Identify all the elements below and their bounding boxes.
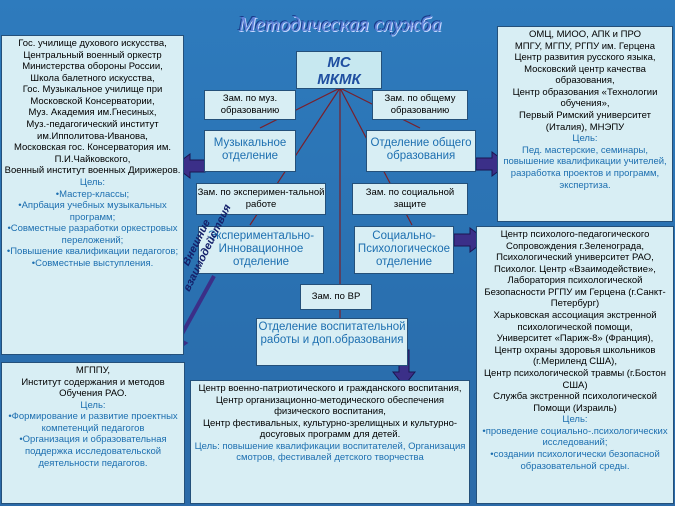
panel-line: Муз.-педагогический институт им.Ипполито… xyxy=(26,119,159,142)
panel-line: Центр организационно-методического обесп… xyxy=(215,394,445,418)
panel-left-top-goal-title: Цель: xyxy=(79,176,106,188)
panel-line: •проведение социально-.психологических и… xyxy=(482,425,668,449)
panel-line: •Совместные выступления. xyxy=(31,257,154,269)
panel-right-top-goal-title: Цель: xyxy=(572,133,598,145)
panel-line: Лаборатория психологической Безопасности… xyxy=(484,275,666,310)
panel-line: Центр фестивальных, культурно-зрелищных … xyxy=(202,417,458,441)
panel-left-top-lines: Гос. училище духового искусства,Централь… xyxy=(4,38,181,177)
panel-line: Центр психолого-педагогического Сопровож… xyxy=(500,229,650,252)
center-line-2: МКМК xyxy=(317,71,361,89)
department-general: Отделение общего образования xyxy=(366,130,476,172)
panel-line: Московский центр качества образования, xyxy=(524,63,646,87)
panel-line: Харьковская ассоциация экстренной психол… xyxy=(493,310,657,333)
panel-line: Центр военно-патриотического и гражданск… xyxy=(198,383,462,394)
center-node: МС МКМК xyxy=(296,51,382,89)
panel-line: Университет «Париж-8» (Франция), xyxy=(496,333,654,345)
panel-center-bottom-goal-title: Цель: xyxy=(194,440,220,452)
panel-line: Гос. Музыкальное училище при Московской … xyxy=(22,84,163,107)
panel-line: Центр развития русского языка, xyxy=(514,52,656,64)
panel-line: Центр охраны здоровья школьников (г.Мери… xyxy=(494,344,656,368)
panel-line: Центр образования «Технологии обучения», xyxy=(512,86,658,110)
panel-center-bottom-goal-text: повышение квалификации воспитателей, Орг… xyxy=(222,440,466,464)
panel-line: Служба экстренной психологической Помощи… xyxy=(493,391,657,414)
panel-left-top-goals: •Мастер-классы;•Апрбация учебных музыкал… xyxy=(4,189,181,270)
panel-line: МПГУ, МГПУ, РГПУ им. Герцена xyxy=(514,40,656,52)
panel-left-top: Гос. училище духового искусства,Централь… xyxy=(1,35,184,355)
panel-left-bottom-lines: МГППУ,Институт содержания и методов Обуч… xyxy=(4,365,182,400)
panel-line: ОМЦ, МИОО, АПК и ПРО xyxy=(529,29,641,40)
panel-line: •создании психологически безопасной обра… xyxy=(490,448,660,472)
department-upbringing: Отделение воспитательной работы и доп.об… xyxy=(256,318,408,366)
panel-left-bottom-goal-title: Цель: xyxy=(80,399,106,411)
panel-line: МГППУ, xyxy=(75,365,111,376)
panel-line: Психологический университет РАО, xyxy=(496,252,654,264)
deputy-experimental: Зам. по эксперимен-тальной работе xyxy=(196,183,326,215)
panel-line: •Совместные разработки оркестровых перел… xyxy=(7,223,178,246)
panel-line: Центральный военный оркестр Министерства… xyxy=(22,49,163,73)
arrow-down-icon xyxy=(391,349,417,387)
deputy-general: Зам. по общему образованию xyxy=(372,90,468,120)
center-line-1: МС xyxy=(327,54,351,71)
panel-line: Гос. училище духового искусства, xyxy=(18,38,167,49)
deputy-social: Зам. по социальной защите xyxy=(352,183,468,215)
panel-line: Муз. Академия им.Гнесиных, xyxy=(28,107,157,119)
panel-line: Пед. мастерские, семинары, повышение ква… xyxy=(503,144,667,191)
panel-line: Первый Римский университет (Италия), МНЭ… xyxy=(519,110,651,133)
panel-line: •Мастер-классы; xyxy=(55,188,130,200)
deputy-vr: Зам. по ВР xyxy=(300,284,372,310)
panel-line: •Организация и образовательная поддержка… xyxy=(19,434,167,469)
panel-line: •Апрбация учебных музыкальных программ; xyxy=(18,200,167,223)
panel-center-bottom: Центр военно-патриотического и гражданск… xyxy=(190,380,470,504)
panel-line: •Формирование и развитие проектных компе… xyxy=(8,411,178,434)
panel-line: •Повышение квалификации педагогов; xyxy=(6,246,179,258)
panel-right-bottom-goals: •проведение социально-.психологических и… xyxy=(479,426,671,472)
panel-right-bottom-goal-title: Цель: xyxy=(562,414,588,426)
panel-line: Психолог. Центр «Взаимодействие», xyxy=(494,263,656,275)
panel-center-bottom-goal: Цель: повышение квалификации воспитателе… xyxy=(194,441,466,464)
panel-right-bottom: Центр психолого-педагогического Сопровож… xyxy=(476,226,674,504)
panel-left-bottom: МГППУ,Институт содержания и методов Обуч… xyxy=(1,362,185,504)
department-music: Музыкальное отделение xyxy=(204,130,296,172)
panel-line: Школа балетного искусства, xyxy=(30,72,155,84)
panel-right-bottom-lines: Центр психолого-педагогического Сопровож… xyxy=(479,229,671,414)
panel-line: Московская гос. Консерватория им. П.И.Ча… xyxy=(13,142,172,165)
department-experimental: Экспериментально-Инновационное отделение xyxy=(198,226,324,274)
panel-right-top-goals: Пед. мастерские, семинары, повышение ква… xyxy=(500,145,670,191)
panel-line: Центр психологической травмы (г.Бостон С… xyxy=(484,367,666,391)
panel-left-bottom-goals: •Формирование и развитие проектных компе… xyxy=(4,411,182,469)
panel-center-bottom-lines: Центр военно-патриотического и гражданск… xyxy=(194,383,466,441)
deputy-music: Зам. по муз. образованию xyxy=(204,90,296,120)
panel-line: Институт содержания и методов Обучения Р… xyxy=(21,376,165,400)
panel-line: Военный институт военных Дирижеров. xyxy=(4,165,181,177)
department-social: Социально-Психологическое отделение xyxy=(354,226,454,274)
page-title: Методическая служба xyxy=(238,12,442,36)
